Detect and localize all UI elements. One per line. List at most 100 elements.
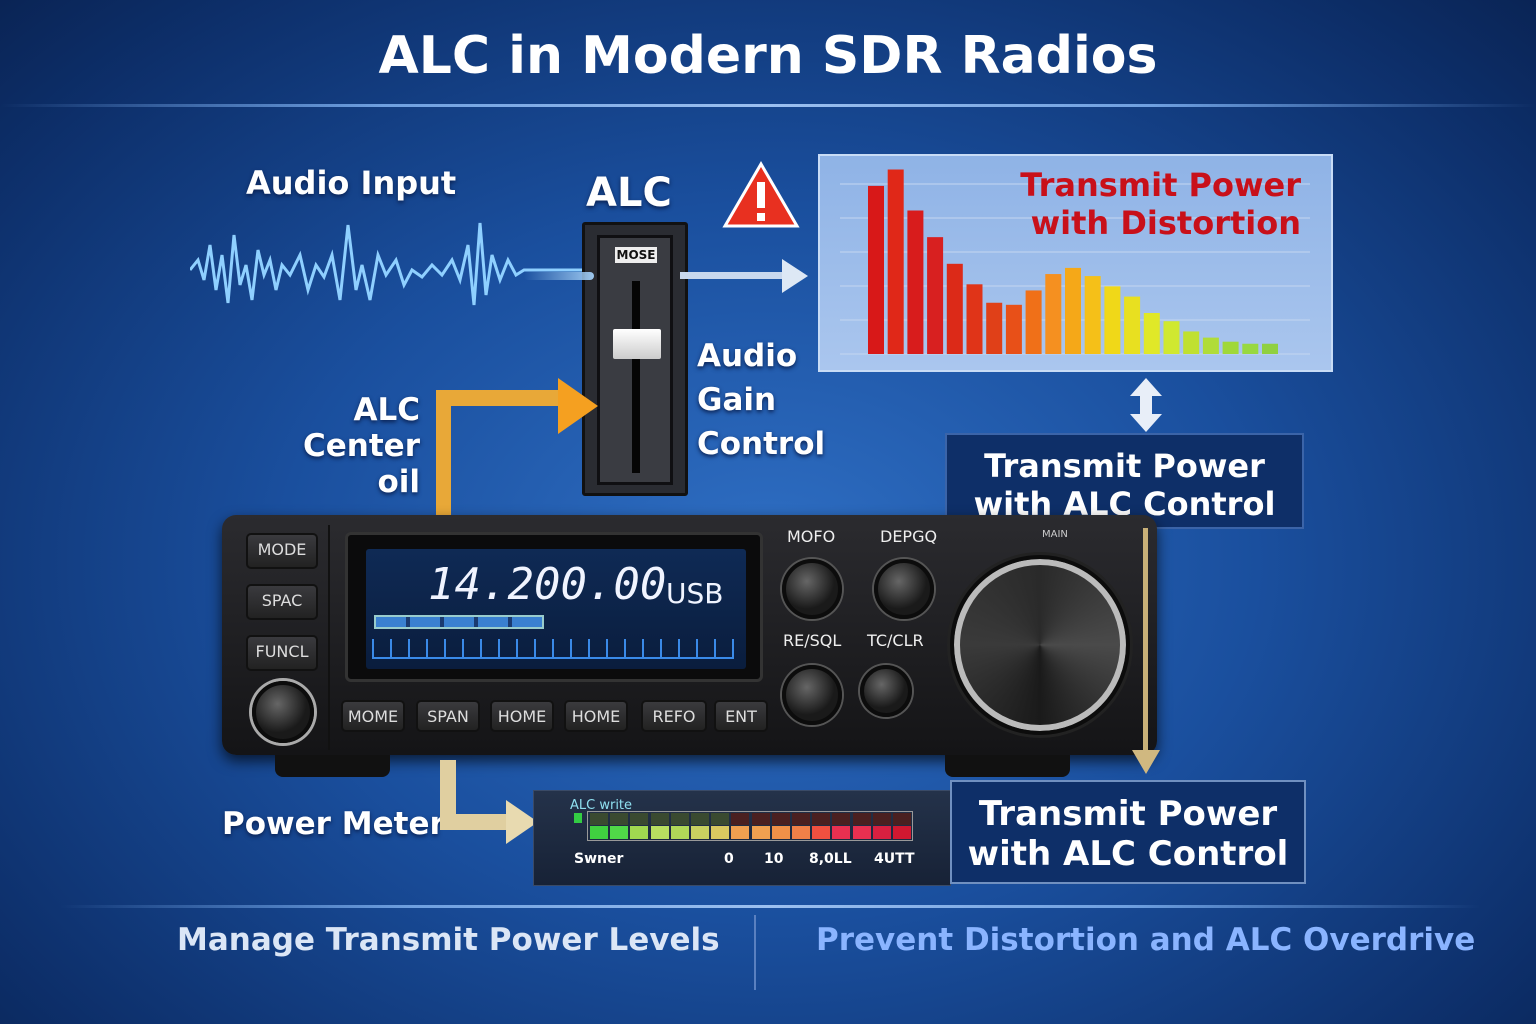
- distortion-bar: [986, 302, 1003, 354]
- frequency-readout: 14.200.00: [428, 559, 667, 610]
- meter-label: ALC write: [570, 798, 633, 813]
- distortion-bar: [1163, 321, 1180, 354]
- alc-gain-slider[interactable]: MOSE: [582, 222, 688, 496]
- power-meter-arrow-icon: [440, 760, 538, 844]
- radio-button[interactable]: HOME: [490, 700, 554, 732]
- distortion-bar: [907, 210, 924, 354]
- meter-tick: 8,0LL: [809, 851, 852, 867]
- input-connector: [524, 272, 594, 280]
- distortion-bar: [868, 185, 884, 354]
- meter-segment: [872, 826, 891, 839]
- title-line: with Distortion: [1030, 204, 1301, 242]
- distortion-bar: [1262, 343, 1278, 354]
- radio-button[interactable]: HOME: [564, 700, 628, 732]
- meter-segment: [751, 826, 770, 839]
- meter-segment: [812, 826, 831, 839]
- distortion-bar: [1183, 331, 1200, 354]
- title-divider: [0, 104, 1536, 107]
- signal-bar: [374, 615, 544, 629]
- mode-readout: USB: [666, 577, 724, 610]
- box-line: with ALC Control: [967, 834, 1289, 874]
- distortion-bar: [1045, 274, 1062, 354]
- slider-handle[interactable]: [613, 329, 661, 359]
- up-down-arrow-icon: [1130, 378, 1162, 432]
- volume-knob[interactable]: [252, 681, 314, 743]
- meter-segment: [630, 826, 649, 839]
- resql-knob[interactable]: [782, 665, 842, 725]
- label-line: Center oil: [303, 428, 420, 500]
- footer-separator: [754, 915, 756, 990]
- distortion-bar: [1065, 267, 1081, 354]
- warning-icon: [722, 161, 800, 228]
- label-line: ALC: [353, 392, 421, 428]
- mofo-knob[interactable]: [782, 559, 842, 619]
- slider-label: MOSE: [615, 247, 657, 263]
- meter-tick: 10: [764, 851, 784, 867]
- meter-segment: [731, 826, 750, 839]
- label-line: Gain: [697, 382, 777, 418]
- meter-segment: [771, 826, 790, 839]
- alc-feedback-arrow-icon: [436, 378, 598, 521]
- distortion-bar: [1143, 313, 1160, 354]
- meter-segment: [832, 826, 851, 839]
- meter-segment: [610, 826, 629, 839]
- meter-segment: [691, 826, 709, 839]
- distortion-bar: [1084, 276, 1101, 354]
- footer-divider: [60, 905, 1480, 908]
- down-arrow-icon: [1132, 528, 1160, 774]
- spac-button[interactable]: SPAC: [246, 584, 318, 620]
- distortion-bar: [1242, 343, 1259, 354]
- meter-segment: [852, 826, 871, 839]
- meter-segment: [792, 826, 810, 839]
- meter-segment: [711, 826, 730, 839]
- main-dial-label: MAIN: [1042, 529, 1068, 540]
- depgq-knob[interactable]: [874, 559, 934, 619]
- meter-tick: 4UTT: [874, 851, 915, 867]
- knob-label-mofo: MOFO: [787, 527, 836, 546]
- power-meter-label: Power Meter: [222, 806, 445, 842]
- box-line: Transmit Power: [984, 447, 1265, 485]
- distortion-bar: [887, 169, 904, 354]
- distortion-bar: [1124, 296, 1141, 354]
- alc-power-meter: ALC write Swner 0 10 8,0LL 4UTT: [533, 790, 951, 886]
- radio-button[interactable]: MOME: [341, 700, 405, 732]
- box-line: Transmit Power: [978, 794, 1278, 834]
- mode-button[interactable]: MODE: [246, 533, 318, 569]
- distortion-bar: [966, 284, 983, 354]
- tcclr-knob[interactable]: [860, 665, 912, 717]
- knob-label-tcclr: TC/CLR: [867, 631, 924, 650]
- spectrum-scale: [372, 639, 734, 659]
- label-line: Audio: [697, 338, 798, 374]
- radio-button[interactable]: SPAN: [416, 700, 480, 732]
- arrow-right-icon: [680, 259, 808, 293]
- distortion-bar: [1202, 337, 1219, 354]
- main-tuning-dial[interactable]: [950, 555, 1130, 735]
- radio-button[interactable]: REFO: [641, 700, 707, 732]
- footer-right-text: Prevent Distortion and ALC Overdrive: [816, 922, 1476, 958]
- func-button[interactable]: FUNCL: [246, 635, 318, 671]
- footer-left-text: Manage Transmit Power Levels: [177, 922, 720, 958]
- alc-label: ALC: [586, 170, 672, 216]
- meter-tick: 0: [724, 851, 734, 867]
- distortion-bar: [1104, 286, 1121, 354]
- meter-segment: [670, 826, 689, 839]
- meter-segment: [893, 826, 911, 839]
- label-line: Control: [697, 426, 826, 462]
- distortion-bar: [1222, 341, 1239, 354]
- radio-display: 14.200.00 USB: [345, 532, 763, 682]
- distortion-bar: [946, 263, 963, 354]
- meter-segment: [650, 826, 669, 839]
- audio-input-label: Audio Input: [246, 164, 457, 202]
- distortion-bar: [927, 237, 944, 354]
- radio-button[interactable]: ENT: [714, 700, 768, 732]
- page-title: ALC in Modern SDR Radios: [378, 26, 1158, 86]
- meter-segment: [590, 826, 608, 839]
- distortion-bar: [1005, 304, 1022, 354]
- knob-label-resql: RE/SQL: [783, 631, 842, 650]
